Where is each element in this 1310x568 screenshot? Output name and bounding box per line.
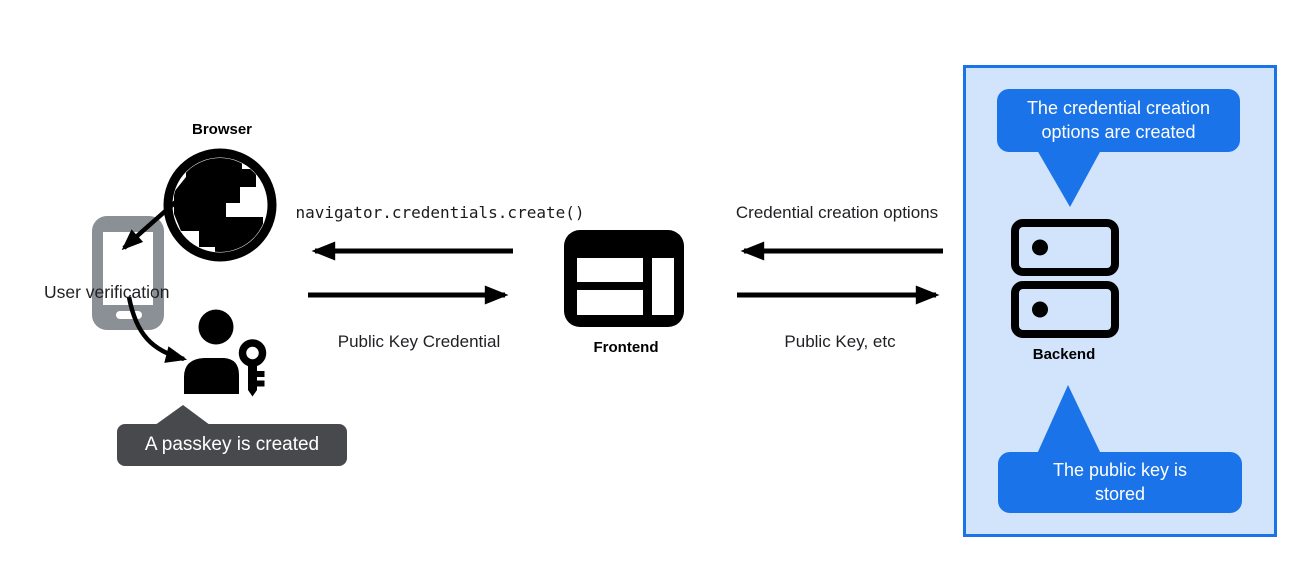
person-key-icon	[184, 309, 267, 397]
tooltip-passkey-created: A passkey is created	[117, 424, 347, 466]
callout-options-created: The credential creation options are crea…	[997, 89, 1240, 152]
browser-window-icon	[564, 230, 684, 327]
browser-label: Browser	[191, 121, 253, 138]
server-stack-icon	[1011, 219, 1119, 338]
backend-label: Backend	[1032, 346, 1096, 363]
callout-top-pointer	[1037, 150, 1101, 207]
public-key-credential-label: Public Key Credential	[337, 332, 501, 351]
callout-public-key-stored-text: The public key is stored	[1052, 460, 1188, 504]
callout-bottom-pointer	[1037, 385, 1101, 454]
credential-creation-options-label: Credential creation options	[735, 203, 939, 222]
tooltip-passkey-created-text: A passkey is created	[144, 434, 320, 455]
arrow-globe-to-phone	[121, 181, 199, 251]
callout-options-created-text: The credential creation options are crea…	[1026, 98, 1211, 142]
callout-public-key-stored: The public key is stored	[998, 452, 1242, 513]
globe-icon	[163, 148, 277, 262]
user-verification-label: User verification	[44, 282, 170, 302]
frontend-label: Frontend	[593, 339, 659, 356]
tooltip-pointer	[151, 405, 214, 428]
create-call-label: navigator.credentials.create()	[295, 203, 585, 222]
arrow-phone-to-user	[126, 296, 188, 363]
phone-icon	[92, 216, 164, 330]
public-key-etc-label: Public Key, etc	[784, 332, 896, 351]
key-icon	[238, 339, 267, 367]
